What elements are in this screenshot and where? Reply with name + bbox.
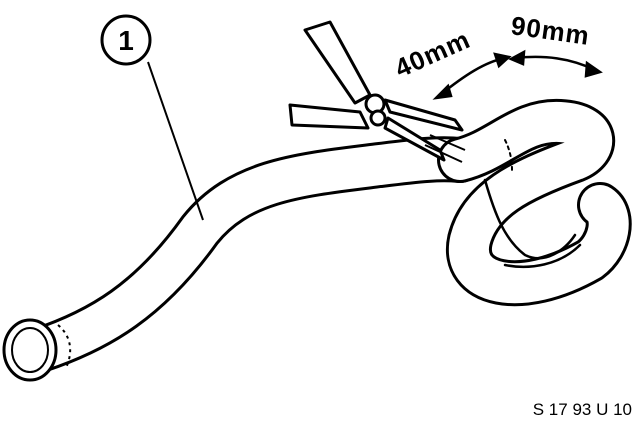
hose-end — [2, 318, 72, 382]
callout-1: 1 — [100, 14, 204, 221]
dimension-label-90mm: 90mm — [509, 10, 592, 51]
clamp-pliers — [288, 20, 466, 163]
hose — [17, 98, 632, 373]
figure-code: S 17 93 U 10 — [533, 400, 632, 419]
dimension-arrows — [432, 49, 603, 100]
dimension-label-40mm: 40mm — [390, 24, 475, 84]
callout-number: 1 — [118, 25, 134, 56]
